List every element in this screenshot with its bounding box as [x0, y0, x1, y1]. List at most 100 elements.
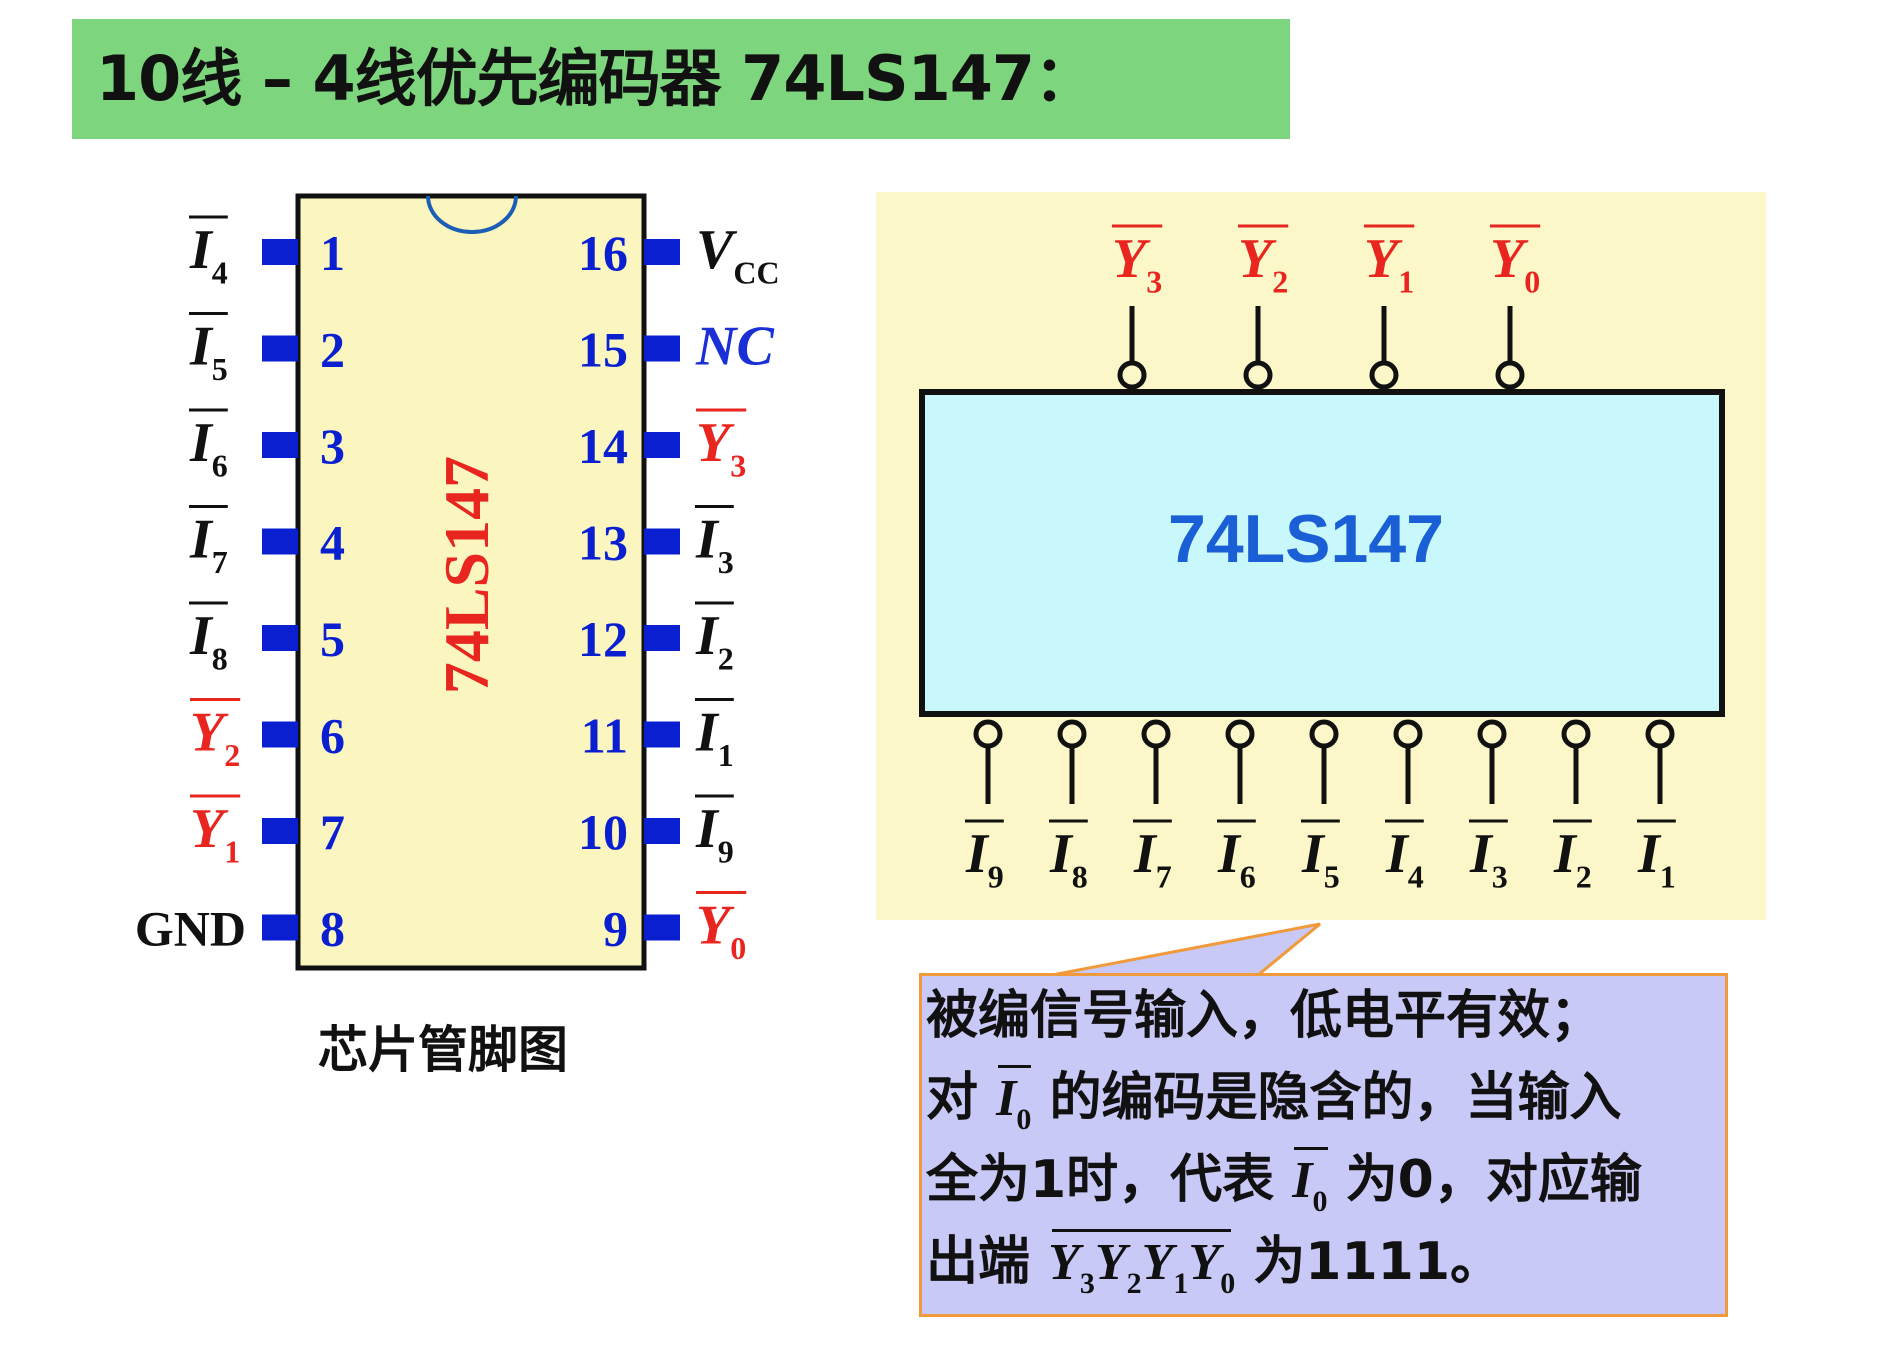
pin-4-label: I7: [189, 509, 228, 581]
pin-7-number: 7: [320, 804, 345, 860]
output-bubble-y0: [1495, 360, 1525, 390]
input-label-i1: I1: [1637, 823, 1676, 895]
note-output-letter: Y: [1094, 1234, 1127, 1291]
pin-3-lead: [262, 432, 298, 458]
pin-3-number: 3: [320, 418, 345, 474]
logic-block: [919, 389, 1725, 717]
input-bubble-i3: [1477, 719, 1507, 749]
input-bubble-i7: [1141, 719, 1171, 749]
output-bubble-y3: [1117, 360, 1147, 390]
pin-13-lead: [644, 528, 680, 555]
pin-15-number: 15: [578, 322, 628, 378]
note-output-sub: 3: [1079, 1267, 1095, 1300]
output-bubble-y2: [1243, 360, 1273, 390]
pinout-caption: 芯片管脚图: [318, 1021, 568, 1079]
pin-13-label: I3: [695, 509, 734, 581]
pin-12-label: I2: [695, 605, 734, 677]
note-symbol-letter: I: [1292, 1152, 1313, 1209]
input-bubble-i6: [1225, 719, 1255, 749]
pin-16-label: VCC: [696, 219, 780, 291]
note-text-4a: 出端: [926, 1232, 1031, 1292]
pin-10-lead: [644, 818, 680, 844]
note-line-3: 全为1时，代表 I0 为0，对应输: [926, 1147, 1642, 1218]
pin-5-lead: [262, 625, 298, 651]
pin-11-lead: [644, 721, 680, 748]
input-label-i4: I4: [1385, 823, 1424, 895]
note-output-letter: Y: [1048, 1234, 1080, 1291]
note-text-4b: 为1111。: [1253, 1232, 1503, 1292]
input-label-i8: I8: [1049, 823, 1088, 895]
pin-4-lead: [262, 528, 298, 555]
input-label-i9: I9: [965, 823, 1004, 895]
output-label-y2: Y2: [1238, 228, 1288, 300]
input-bubble-i5: [1309, 719, 1339, 749]
output-label-y0: Y0: [1490, 228, 1540, 300]
chip-label: 74LS147: [431, 456, 502, 694]
pin-9-lead: [644, 914, 680, 941]
pin-8-label: GND: [135, 901, 246, 957]
pin-12-number: 12: [578, 611, 628, 667]
pin-3-label: I6: [189, 412, 228, 484]
note-output-y1: Y1: [1141, 1234, 1189, 1300]
note-symbol-i0-2: I0: [1292, 1147, 1328, 1218]
pin-14-label: Y3: [696, 412, 746, 484]
pin-1-lead: [262, 239, 298, 265]
output-label-y1: Y1: [1364, 228, 1414, 300]
note-symbol-i0: I0: [996, 1065, 1032, 1136]
pin-9-number: 9: [603, 901, 628, 957]
note-text-3b: 为0，对应输: [1345, 1150, 1642, 1210]
pin-2-label: I5: [189, 316, 228, 388]
pin-11-label: I1: [695, 702, 734, 774]
pin-14-lead: [644, 432, 680, 458]
pin-11-number: 11: [581, 708, 628, 764]
note-output-sub: 2: [1126, 1267, 1142, 1300]
chip-body: [295, 193, 647, 971]
pin-6-number: 6: [320, 708, 345, 764]
pin-5-label: I8: [189, 605, 228, 677]
note-output-sub: 1: [1173, 1267, 1189, 1300]
note-output-letter: Y: [1188, 1234, 1221, 1291]
pin-10-label: I9: [695, 798, 734, 870]
pin-6-label: Y2: [190, 702, 240, 774]
note-output-group: Y3Y2Y1Y0: [1048, 1229, 1235, 1300]
pin-1-label: I4: [189, 219, 228, 291]
input-label-i5: I5: [1301, 823, 1340, 895]
pin-9-label: Y0: [696, 895, 746, 967]
pin-1-number: 1: [320, 225, 345, 281]
note-line-2: 对 I0 的编码是隐含的，当输入: [926, 1065, 1622, 1136]
input-bubble-i1: [1645, 719, 1675, 749]
note-symbol-sub: 0: [1312, 1185, 1328, 1218]
input-label-i2: I2: [1553, 823, 1592, 895]
pin-14-number: 14: [578, 418, 628, 474]
input-bubble-i4: [1393, 719, 1423, 749]
note-text-2b: 的编码是隐含的，当输入: [1049, 1068, 1622, 1128]
pin-15-label: NC: [695, 316, 774, 378]
pin-16-lead: [644, 239, 680, 265]
input-bubble-i8: [1057, 719, 1087, 749]
note-pointer: [1051, 922, 1321, 977]
pin-7-lead: [262, 818, 298, 844]
pin-12-lead: [644, 625, 680, 651]
page-title: 10线 – 4线优先编码器 74LS147：: [96, 42, 1096, 115]
note-symbol-sub: 0: [1016, 1103, 1032, 1136]
pin-8-lead: [262, 914, 298, 941]
title-bar: 10线 – 4线优先编码器 74LS147：: [72, 19, 1290, 139]
input-label-i3: I3: [1469, 823, 1508, 895]
note-text-2a: 对: [926, 1068, 979, 1128]
pin-4-number: 4: [320, 515, 345, 571]
logic-block-label: 74LS147: [1168, 501, 1444, 577]
note-output-letter: Y: [1141, 1234, 1174, 1291]
pin-13-number: 13: [578, 515, 628, 571]
chip-notch: [426, 195, 518, 234]
input-bubble-i2: [1561, 719, 1591, 749]
pin-15-lead: [644, 335, 680, 362]
pin-2-lead: [262, 335, 298, 362]
note-symbol-letter: I: [996, 1070, 1017, 1127]
input-bubble-i9: [973, 719, 1003, 749]
note-output-y3: Y3: [1048, 1234, 1095, 1300]
note-line-4: 出端 Y3Y2Y1Y0 为1111。: [926, 1229, 1503, 1300]
